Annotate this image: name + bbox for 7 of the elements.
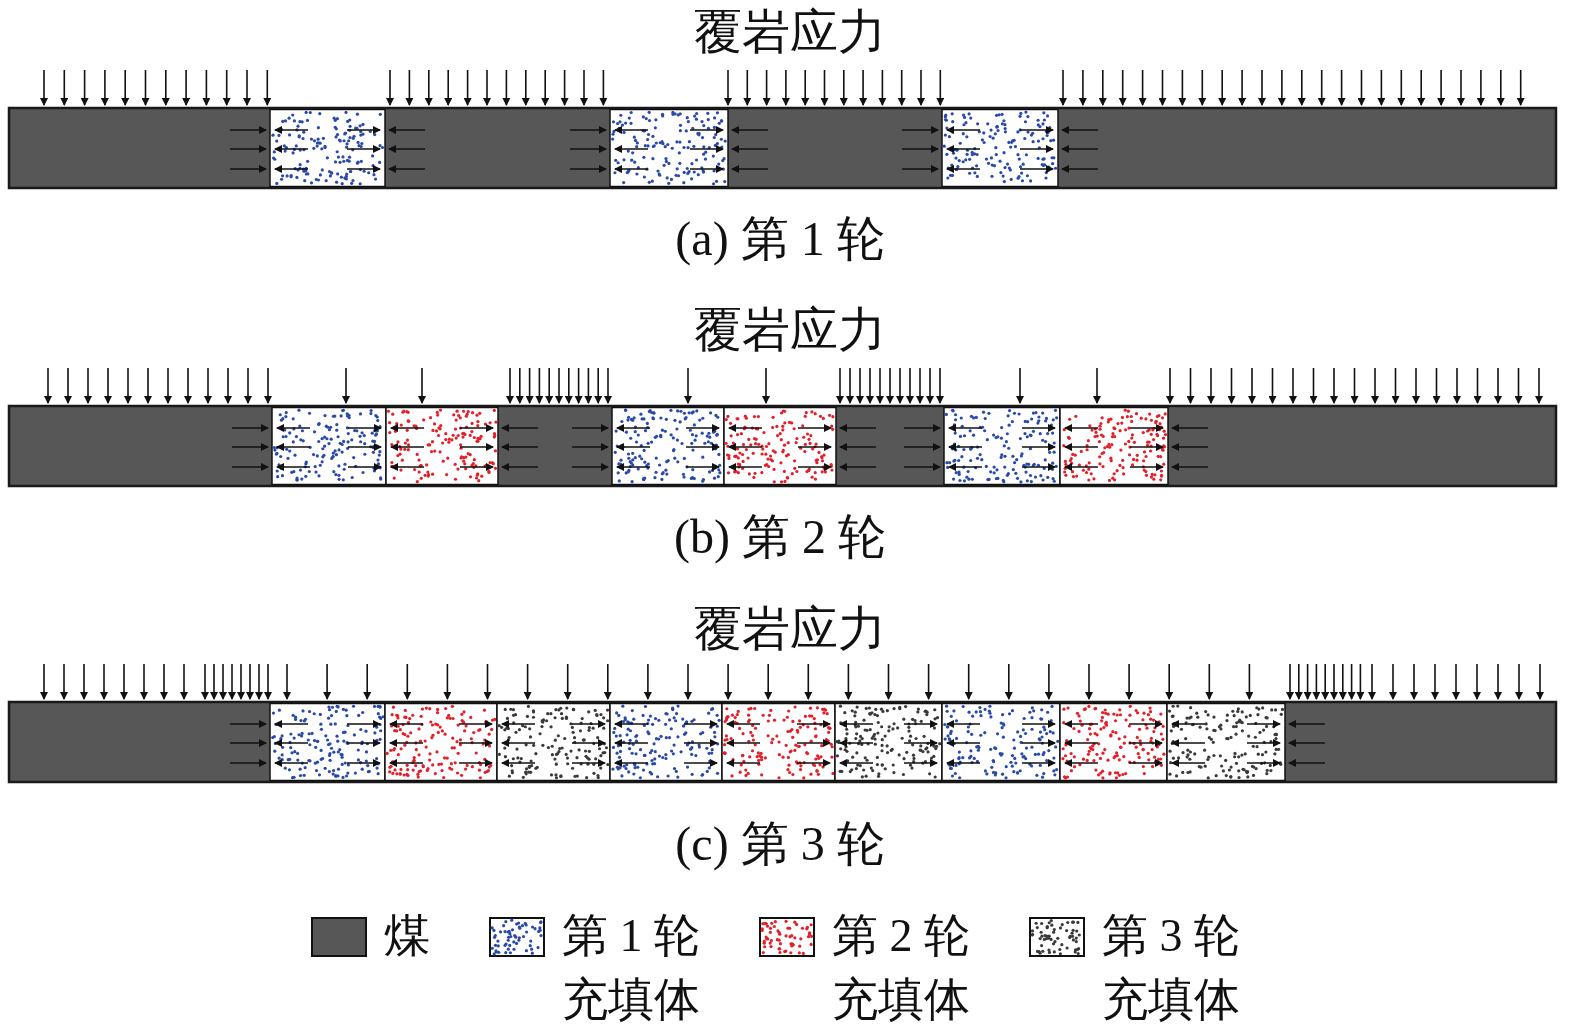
- stress-title: 覆岩应力: [694, 605, 886, 653]
- legend-label: 煤: [384, 909, 431, 963]
- stress-title: 覆岩应力: [694, 8, 886, 56]
- legend-label: 第 3 轮充填体: [1102, 909, 1241, 1027]
- legend-label: 第 1 轮充填体: [562, 909, 701, 1027]
- legend-label: 第 2 轮充填体: [832, 909, 971, 1027]
- stress-title: 覆岩应力: [694, 306, 886, 354]
